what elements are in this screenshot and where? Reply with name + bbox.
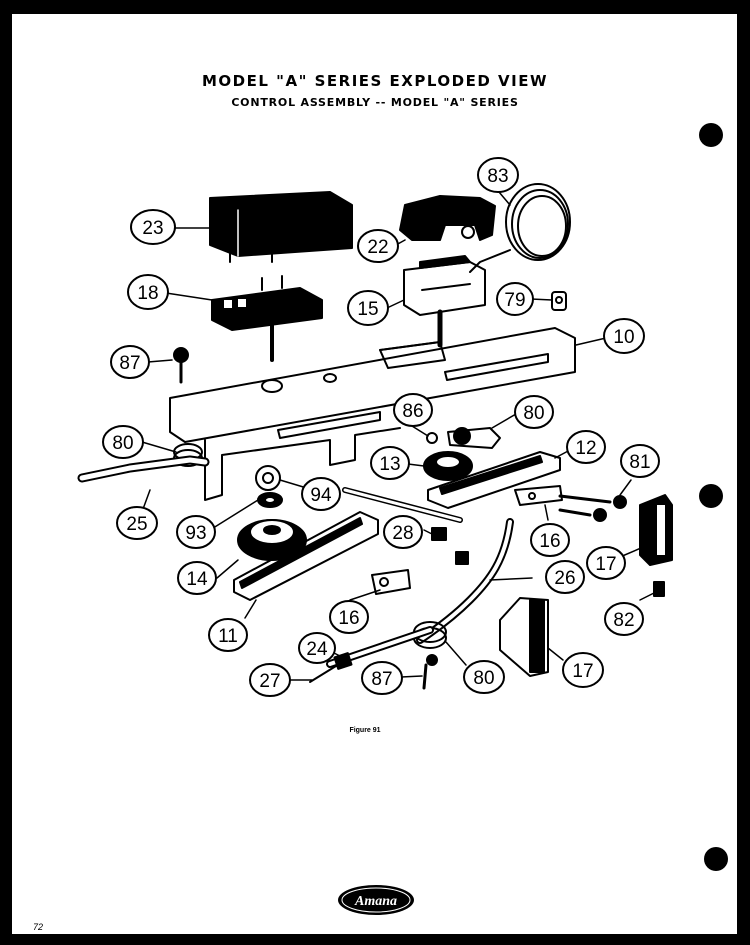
amana-logo: Amana [338,885,414,915]
relay-part [211,275,323,362]
callout-22: 22 [357,229,399,263]
screw-part-top [173,347,189,384]
page-sheet [12,14,737,934]
page-subtitle: CONTROL ASSEMBLY -- MODEL "A" SERIES [231,96,519,109]
svg-text:80: 80 [473,668,494,689]
switch-cover-part [399,195,496,241]
callout-17-lower: 17 [562,652,604,688]
shaft-part [342,487,514,644]
callout-80-lower: 80 [463,660,505,694]
capillary-tube-part [469,183,571,273]
upper-gear-rack-part [423,451,561,509]
clip-part [551,291,567,311]
callout-14: 14 [177,561,217,595]
binder-hole-bottom [704,847,728,871]
thermostat-switch-part [403,255,486,348]
svg-text:13: 13 [379,454,400,475]
control-knob-part-lower [499,597,549,677]
svg-text:24: 24 [306,639,328,660]
svg-text:81: 81 [629,452,650,473]
link-bracket-part-upper [514,485,563,506]
relay-cover-part [209,191,353,263]
callout-12: 12 [566,430,606,464]
svg-text:25: 25 [126,514,147,535]
svg-text:87: 87 [119,353,140,374]
callout-25: 25 [116,506,158,540]
svg-text:94: 94 [310,485,332,506]
svg-text:12: 12 [575,438,596,459]
callout-16-upper: 16 [530,523,570,557]
callout-81: 81 [620,444,660,478]
svg-text:28: 28 [392,523,413,544]
svg-text:23: 23 [142,218,163,239]
callout-16-lower: 16 [329,600,369,634]
callout-15: 15 [347,290,389,326]
callout-26: 26 [545,560,585,594]
page-title: MODEL "A" SERIES EXPLODED VIEW [201,72,548,90]
svg-text:86: 86 [402,401,423,422]
figure-caption: Figure 91 [349,727,381,734]
page-number: 72 [33,922,44,932]
screw-part-bottom [422,654,438,690]
washer-part [255,465,283,508]
callout-79: 79 [496,282,534,316]
svg-text:17: 17 [595,554,616,575]
lower-rack-part [233,511,379,601]
callout-27: 27 [249,663,291,697]
svg-text:79: 79 [504,290,525,311]
callout-10: 10 [603,318,645,354]
svg-text:80: 80 [523,403,544,424]
callout-13: 13 [370,446,410,480]
mounting-bracket-part [169,327,576,501]
svg-text:82: 82 [613,610,634,631]
svg-text:17: 17 [572,661,593,682]
callout-28: 28 [383,515,423,549]
clamp-part-right [426,427,501,449]
binder-hole-top [699,123,723,147]
callout-82: 82 [604,602,644,636]
callout-86: 86 [393,393,433,427]
svg-text:26: 26 [554,568,575,589]
svg-text:16: 16 [539,531,560,552]
binder-hole-middle [699,484,723,508]
svg-text:16: 16 [338,608,359,629]
svg-text:87: 87 [371,669,392,690]
svg-text:22: 22 [367,237,388,258]
svg-text:11: 11 [218,626,238,647]
svg-text:80: 80 [112,433,133,454]
callout-24: 24 [298,632,336,664]
leader-lines [138,191,657,681]
svg-text:15: 15 [357,299,378,320]
callout-18: 18 [127,274,169,310]
set-screw-part [653,581,665,597]
svg-text:83: 83 [487,166,508,187]
rod-part [309,626,434,683]
callout-17-upper: 17 [586,546,626,580]
callout-87-top: 87 [110,345,150,379]
callout-23: 23 [130,209,176,245]
wire-harness-part [77,455,210,483]
callout-94: 94 [301,477,341,511]
screw-part-right [558,494,627,522]
callout-93: 93 [176,515,216,549]
svg-text:93: 93 [185,523,206,544]
callout-87-bottom: 87 [361,661,403,695]
callout-83: 83 [477,157,519,193]
callout-80-right: 80 [514,395,554,429]
svg-text:14: 14 [186,569,208,590]
callout-80-left: 80 [102,425,144,459]
link-bracket-part-lower [371,569,411,595]
svg-text:Amana: Amana [354,894,397,909]
svg-text:18: 18 [137,283,158,304]
callout-11: 11 [208,618,248,652]
control-knob-part-upper [639,494,673,566]
svg-text:10: 10 [613,327,634,348]
svg-text:27: 27 [259,671,280,692]
